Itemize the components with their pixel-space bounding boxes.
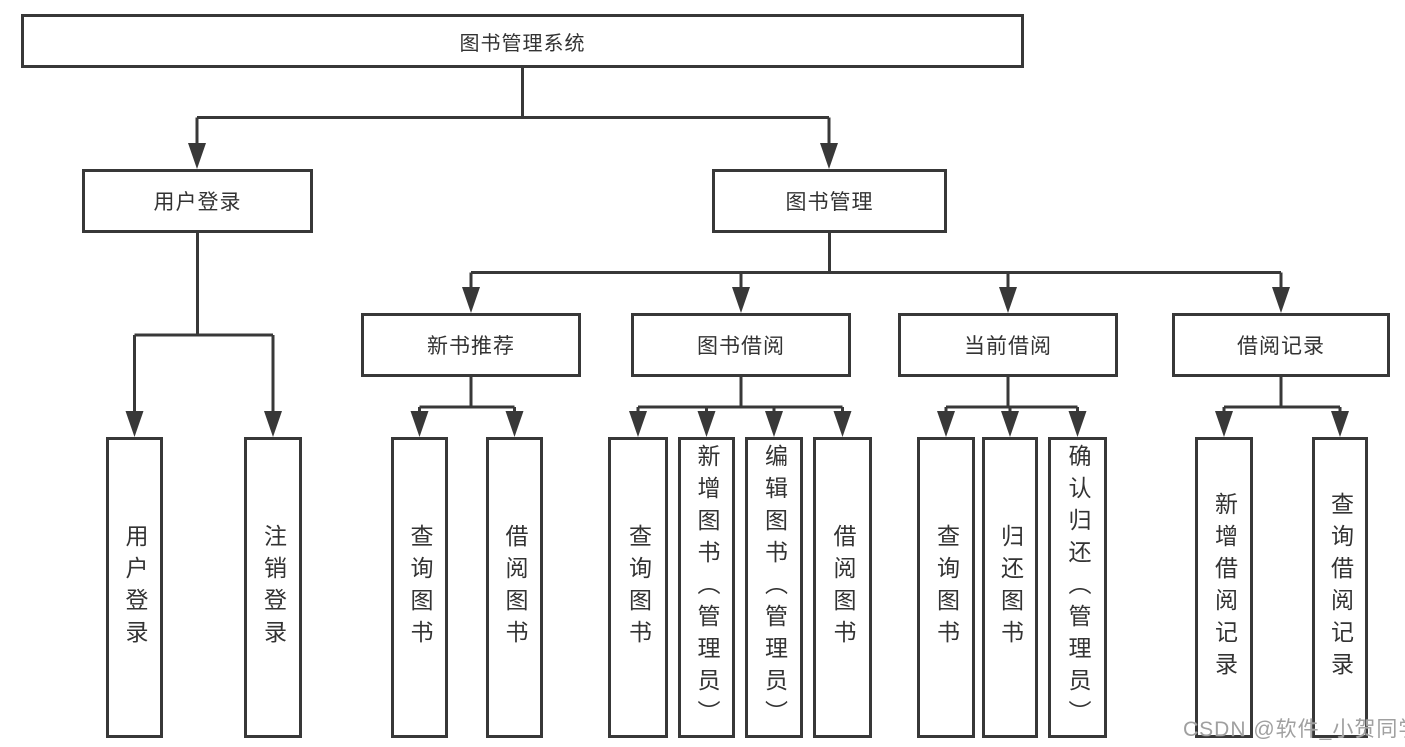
node-user-login: 用户登录: [82, 169, 313, 233]
arrow-down-icon: [629, 411, 647, 437]
leaf-add-books-admin: 新增图书（管理员）: [678, 437, 735, 738]
leaf-confirm-return-admin: 确认归还（管理员）: [1048, 437, 1107, 738]
leaf-label: 查询图书: [933, 523, 960, 652]
leaf-label: 新增借阅记录: [1211, 491, 1238, 684]
arrow-down-icon: [820, 143, 838, 169]
node-borrowing-records: 借阅记录: [1172, 313, 1390, 377]
arrow-down-icon: [732, 287, 750, 313]
watermark: CSDN @软件_小贺同学: [1183, 718, 1405, 741]
node-book-management: 图书管理: [712, 169, 947, 233]
arrow-down-icon: [1331, 411, 1349, 437]
leaf-logout: 注销登录: [244, 437, 302, 738]
arrow-down-icon: [125, 411, 144, 437]
leaf-borrow-books: 借阅图书: [486, 437, 543, 738]
arrow-down-icon: [264, 411, 282, 437]
leaf-label: 确认归还（管理员）: [1065, 443, 1091, 732]
arrow-down-icon: [697, 411, 716, 437]
arrow-down-icon: [462, 287, 480, 313]
leaf-label: 查询图书: [407, 523, 433, 652]
leaf-add-borrow-record: 新增借阅记录: [1195, 437, 1253, 738]
node-new-book-recommendation: 新书推荐: [361, 313, 581, 377]
leaf-edit-books-admin: 编辑图书（管理员）: [745, 437, 803, 738]
arrow-down-icon: [188, 143, 206, 169]
leaf-query-books-2: 查询图书: [608, 437, 668, 738]
arrow-down-icon: [999, 287, 1017, 313]
node-book-borrowing: 图书借阅: [631, 313, 851, 377]
leaf-label: 编辑图书（管理员）: [761, 443, 788, 732]
leaf-label: 用户登录: [122, 523, 148, 652]
arrow-down-icon: [833, 411, 852, 437]
leaf-label: 注销登录: [260, 523, 287, 652]
leaf-label: 借阅图书: [502, 523, 528, 652]
leaf-label: 查询借阅记录: [1327, 491, 1354, 684]
leaf-query-books: 查询图书: [391, 437, 448, 738]
arrow-down-icon: [1068, 411, 1087, 437]
node-library-management-system: 图书管理系统: [21, 14, 1024, 68]
arrow-down-icon: [1215, 411, 1233, 437]
leaf-borrow-books-2: 借阅图书: [813, 437, 872, 738]
leaf-user-login: 用户登录: [106, 437, 163, 738]
arrow-down-icon: [1001, 411, 1019, 437]
leaf-label: 归还图书: [997, 523, 1024, 652]
arrow-down-icon: [410, 411, 429, 437]
leaf-query-borrow-record: 查询借阅记录: [1312, 437, 1368, 738]
arrow-down-icon: [505, 411, 524, 437]
arrow-down-icon: [937, 411, 955, 437]
arrow-down-icon: [1272, 287, 1290, 313]
leaf-return-books: 归还图书: [982, 437, 1038, 738]
node-current-borrowing: 当前借阅: [898, 313, 1118, 377]
leaf-query-books-3: 查询图书: [917, 437, 975, 738]
leaf-label: 查询图书: [625, 523, 652, 652]
leaf-label: 新增图书（管理员）: [694, 443, 720, 732]
leaf-label: 借阅图书: [830, 523, 856, 652]
arrow-down-icon: [765, 411, 783, 437]
